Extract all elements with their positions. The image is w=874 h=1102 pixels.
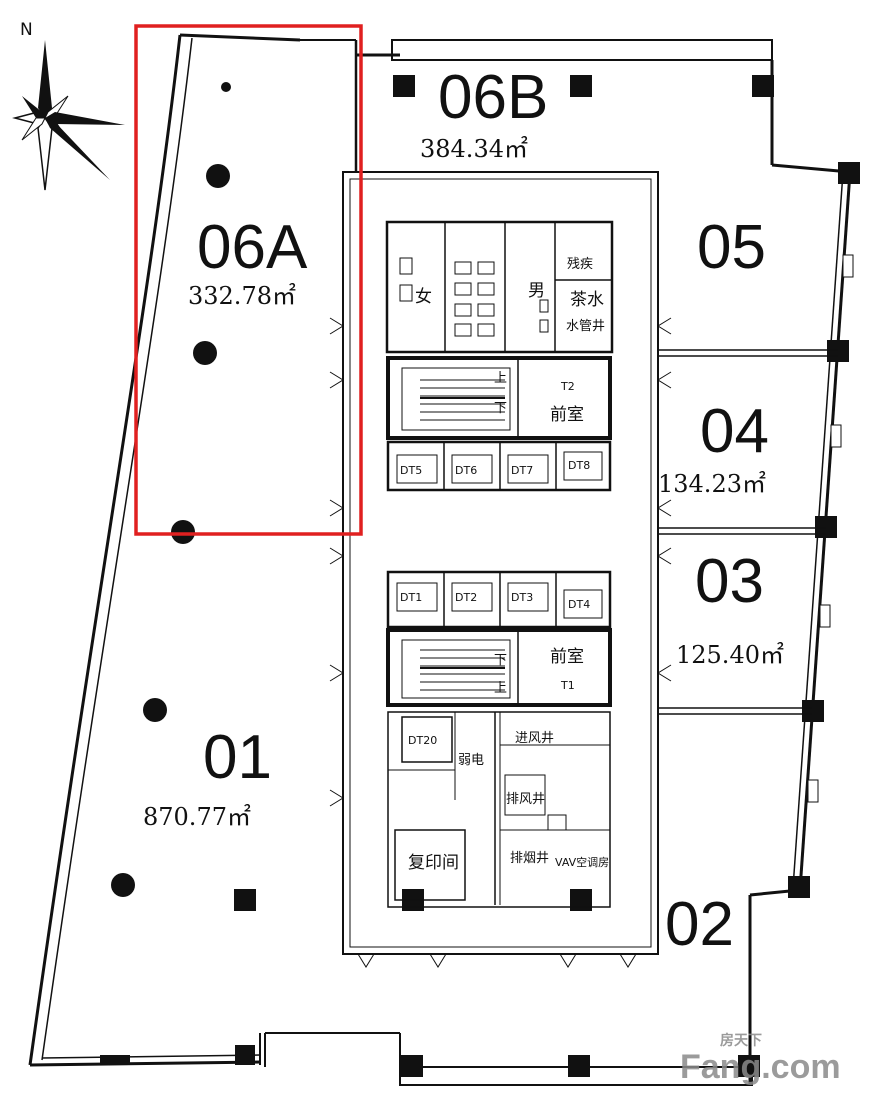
highlight-frame [134,24,363,536]
lower-stair-block [386,570,612,707]
unit-06a-label: 06A [197,213,308,282]
unit-02-label: 02 [665,890,734,959]
anteroom-upper-label: 前室 [550,405,584,425]
unit-06b-label: 06B [438,63,548,132]
accessible-restroom-label: 残疾 [567,257,593,272]
unit-06b-area: 384.34㎡ [420,135,528,163]
fresh-air-shaft-label: 进风井 [515,731,554,746]
unit-03-label: 03 [695,547,764,616]
core-outline [329,171,672,968]
facade-windows [807,254,854,803]
elevator-dt6: DT6 [455,464,477,477]
anteroom-lower-label: 前室 [550,647,584,667]
unit-labels: 06A 332.78㎡ 06B 384.34㎡ 05 04 134.23㎡ 03… [143,63,784,959]
stair-up-label: 上 [494,371,507,386]
smoke-shaft-label: 排烟井 [510,851,549,866]
stair-down-label: 下 [494,401,507,416]
elevator-dt8: DT8 [568,459,590,472]
unit-01-label: 01 [203,723,272,792]
weak-current-label: 弱电 [458,753,484,768]
unit-03-area: 125.40㎡ [676,641,784,669]
unit-dividers [354,40,838,715]
t2-label: T2 [560,380,575,393]
t1-label: T1 [560,679,575,692]
outer-walls [28,33,852,1086]
elevator-dt3: DT3 [511,591,533,604]
elevator-dt4: DT4 [568,598,590,611]
unit-04-area: 134.23㎡ [658,470,766,498]
stair-down-lower-label: 下 [494,653,507,668]
upper-stair-block [386,356,612,492]
unit-06a-area: 332.78㎡ [188,282,296,310]
watermark-top: 房天下 [720,1032,762,1048]
unit-04-label: 04 [700,397,769,466]
male-restroom-label: 男 [528,281,545,301]
water-shaft-label: 水管井 [566,319,605,334]
north-arrow-icon: N [12,20,125,191]
service-rooms [387,711,611,908]
core-labels: 女 男 残疾 茶水 水管井 上 下 T2 前室 DT5 DT6 DT7 DT8 … [400,257,609,873]
elevator-dt5: DT5 [400,464,422,477]
dt20-label: DT20 [408,734,437,747]
vav-room-label: VAV空调房 [555,855,609,869]
structural-columns [100,75,860,1077]
unit-05-label: 05 [697,213,766,282]
unit-01-area: 870.77㎡ [143,803,251,831]
copy-room-label: 复印间 [408,853,459,873]
stair-up-lower-label: 上 [494,681,507,696]
tea-room-label: 茶水 [570,290,604,310]
watermark: 房天下 Fang.com [680,1032,841,1086]
north-label: N [20,20,33,40]
watermark-bottom: Fang.com [680,1048,841,1086]
exhaust-shaft-label: 排风井 [506,792,545,807]
toilet-block [385,220,614,354]
round-columns [111,82,231,897]
elevator-dt7: DT7 [511,464,533,477]
elevator-dt2: DT2 [455,591,477,604]
female-restroom-label: 女 [415,287,432,307]
elevator-dt1: DT1 [400,591,422,604]
